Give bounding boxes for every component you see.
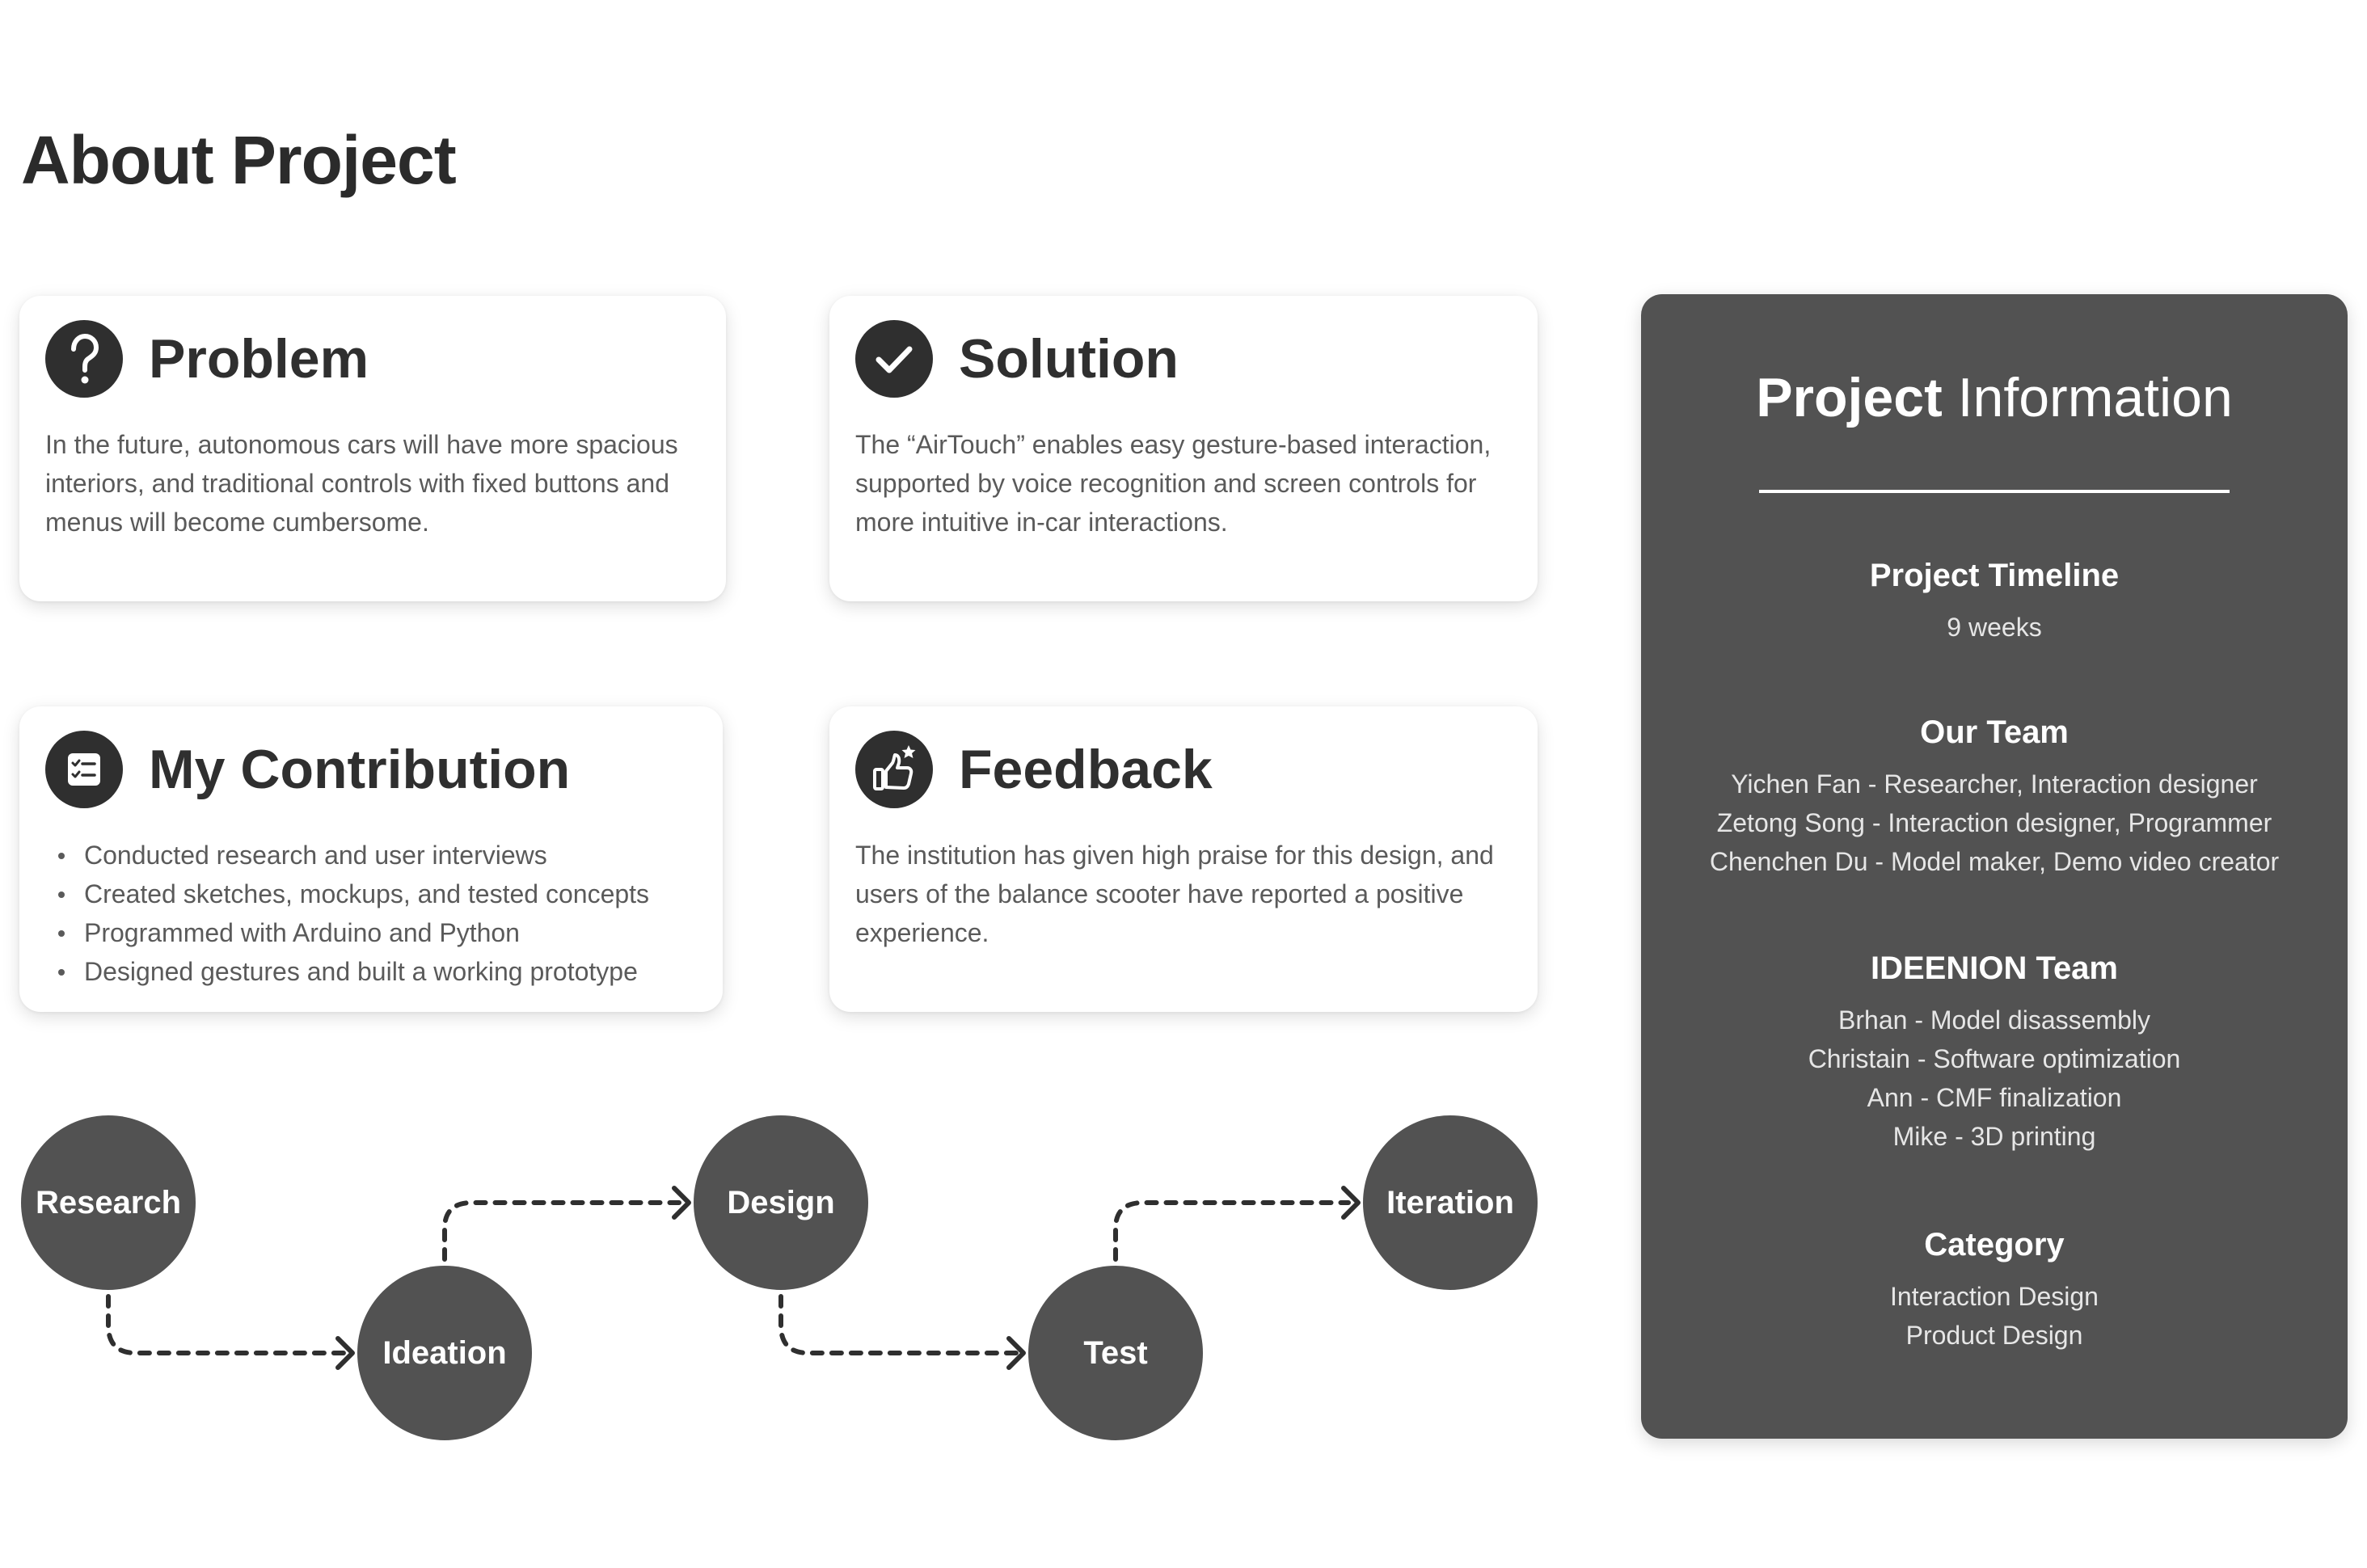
team-member: Yichen Fan - Researcher, Interaction des… bbox=[1731, 769, 2258, 799]
team-member: Zetong Song - Interaction designer, Prog… bbox=[1716, 808, 2272, 837]
arrowhead bbox=[1341, 1186, 1361, 1220]
problem-text: In the future, autonomous cars will have… bbox=[45, 430, 678, 537]
category-item: Interaction Design bbox=[1890, 1282, 2099, 1311]
ideenion-member: Mike - 3D printing bbox=[1892, 1122, 2096, 1151]
contribution-title: My Contribution bbox=[149, 739, 571, 800]
category-item: Product Design bbox=[1905, 1321, 2083, 1350]
page-title: About Project bbox=[21, 122, 457, 198]
info-title-bold: Project bbox=[1756, 367, 1943, 428]
category-section: Category Interaction Design Product Desi… bbox=[1641, 1220, 2348, 1355]
team-member: Chenchen Du - Model maker, Demo video cr… bbox=[1709, 847, 2280, 876]
question-icon bbox=[45, 320, 123, 398]
info-title-light: Information bbox=[1957, 367, 2233, 428]
problem-title: Problem bbox=[149, 328, 369, 390]
list-item: Programmed with Arduino and Python bbox=[45, 913, 707, 952]
feedback-title: Feedback bbox=[959, 739, 1213, 800]
category-heading: Category bbox=[1924, 1227, 2065, 1262]
info-divider bbox=[1759, 490, 2230, 493]
feedback-text: The institution has given high praise fo… bbox=[855, 841, 1494, 947]
list-item: Created sketches, mockups, and tested co… bbox=[45, 875, 707, 913]
flow-arrow-research-ideation bbox=[106, 1294, 348, 1355]
team-section: Our Team Yichen Fan - Researcher, Intera… bbox=[1641, 708, 2348, 881]
team-heading: Our Team bbox=[1920, 714, 2069, 750]
feedback-card: Feedback The institution has given high … bbox=[829, 706, 1538, 1012]
checklist-icon bbox=[45, 731, 123, 808]
ideenion-member: Christain - Software optimization bbox=[1808, 1044, 2181, 1073]
timeline-section: Project Timeline 9 weeks bbox=[1641, 551, 2348, 647]
solution-title: Solution bbox=[959, 328, 1179, 390]
check-icon bbox=[855, 320, 933, 398]
flow-arrow-design-test bbox=[778, 1294, 1019, 1355]
arrowhead bbox=[1006, 1336, 1026, 1370]
list-item: Designed gestures and built a working pr… bbox=[45, 952, 707, 991]
arrowhead bbox=[672, 1186, 691, 1220]
ideenion-member: Ann - CMF finalization bbox=[1867, 1083, 2122, 1112]
solution-card: Solution The “AirTouch” enables easy ges… bbox=[829, 296, 1538, 601]
list-item: Conducted research and user interviews bbox=[45, 836, 707, 875]
contribution-card: My Contribution Conducted research and u… bbox=[19, 706, 723, 1012]
flow-step-design: Design bbox=[694, 1115, 868, 1290]
solution-text: The “AirTouch” enables easy gesture-base… bbox=[855, 430, 1492, 537]
timeline-value: 9 weeks bbox=[1947, 613, 2042, 642]
timeline-heading: Project Timeline bbox=[1869, 558, 2120, 593]
ideenion-member: Brhan - Model disassembly bbox=[1838, 1005, 2150, 1035]
thumbs-up-icon bbox=[855, 731, 933, 808]
flow-step-test: Test bbox=[1028, 1266, 1203, 1440]
flow-arrow-test-iteration bbox=[1113, 1200, 1351, 1262]
ideenion-section: IDEENION Team Brhan - Model disassembly … bbox=[1641, 944, 2348, 1156]
ideenion-heading: IDEENION Team bbox=[1871, 950, 2118, 986]
project-info-panel: Project Information Project Timeline 9 w… bbox=[1641, 294, 2348, 1439]
contribution-list: Conducted research and user interviews C… bbox=[45, 836, 707, 991]
problem-card: Problem In the future, autonomous cars w… bbox=[19, 296, 726, 601]
info-title: Project Information bbox=[1641, 365, 2348, 432]
flow-arrow-ideation-design bbox=[442, 1200, 681, 1262]
flow-step-ideation: Ideation bbox=[357, 1266, 532, 1440]
flow-step-iteration: Iteration bbox=[1363, 1115, 1538, 1290]
flow-step-research: Research bbox=[21, 1115, 196, 1290]
arrowhead bbox=[335, 1336, 355, 1370]
